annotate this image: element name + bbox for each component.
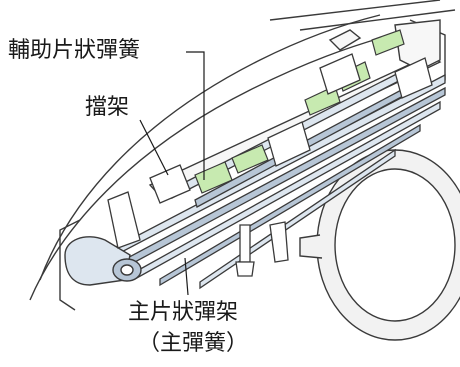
leader-auxiliary-spring [186, 51, 205, 180]
vehicle-frame [29, 0, 456, 311]
label-main-spring-note: （主彈簧） [138, 331, 249, 356]
leader-stopper-bracket [139, 119, 169, 176]
label-main-leaf-spring: 主片狀彈架 [128, 300, 239, 325]
wheel-hub [299, 149, 460, 341]
spring-clamps [107, 53, 433, 249]
label-auxiliary-leaf-spring: 輔助片狀彈簧 [8, 38, 141, 63]
label-stopper-bracket: 擋架 [85, 95, 130, 120]
leader-main-spring [184, 257, 189, 296]
u-bolt [235, 221, 289, 277]
callout-leaders [139, 51, 205, 296]
spring-eye [64, 236, 142, 286]
